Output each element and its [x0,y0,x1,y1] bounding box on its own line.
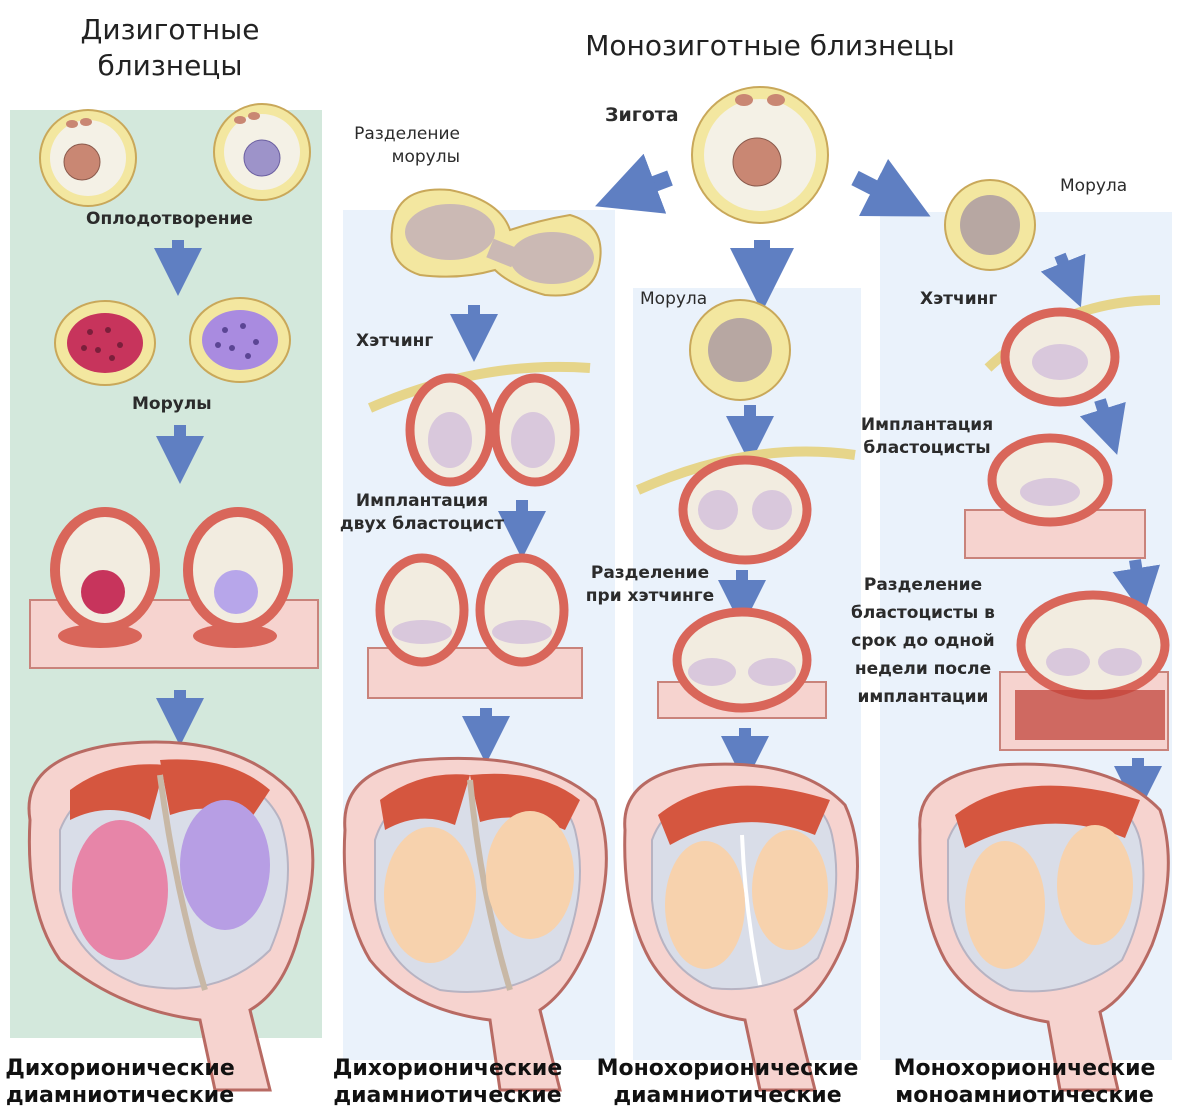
label-hatching-2: Хэтчинг [920,288,997,311]
arrow-right-icon [855,178,902,202]
morula-purple [190,298,290,382]
two-hatching-blastocysts [410,378,575,482]
label-hatching-1: Хэтчинг [356,330,433,353]
split-implanted-blastocyst [1015,595,1165,740]
label-zygote: Зигота [605,104,679,127]
implanted-blastocyst-right [992,438,1108,522]
uterus-monochorionic-diamniotic [625,764,858,1090]
egg-right [214,104,310,200]
label-fertilization: Оплодотворение [86,208,253,231]
arrow-down-icon [1100,400,1110,432]
monozygotic-title: Монозиготные близнецы [540,28,1000,64]
uterus-dichorionic-left [29,742,313,1090]
arrow-down-icon [1060,255,1072,285]
arrow-left-icon [625,178,670,195]
dizygotic-title: Дизиготные близнецы [40,12,300,84]
label-morula-split: Разделение морулы [330,123,460,169]
label-implantation-two: Имплантация двух бластоцист [332,490,512,536]
label-morula-right: Морула [1060,175,1127,198]
hatching-blastocyst [683,460,807,560]
morula-pink [55,301,155,385]
hatching-blastocyst-right [1005,312,1115,402]
arrow-down-icon [1135,560,1140,592]
label-morulae: Морулы [132,393,212,416]
two-implanted-blastocysts [380,558,564,662]
uterus-dichorionic-mono [344,758,606,1090]
implanted-blastocyst-split [677,612,807,708]
label-morula-center: Морула [640,288,707,311]
uterus-monochorionic-monoamniotic [920,764,1169,1090]
zygote [692,87,828,223]
egg-left [40,110,136,206]
morula-center [690,300,790,400]
morula-right [945,180,1035,270]
label-implantation-blastocyst: Имплантация бластоцисты [852,414,1002,460]
splitting-morula [392,190,601,296]
label-split-blastocyst: Разделение бластоцисты в срок до одной н… [838,571,1008,711]
label-split-hatching: Разделение при хэтчинге [580,562,720,608]
